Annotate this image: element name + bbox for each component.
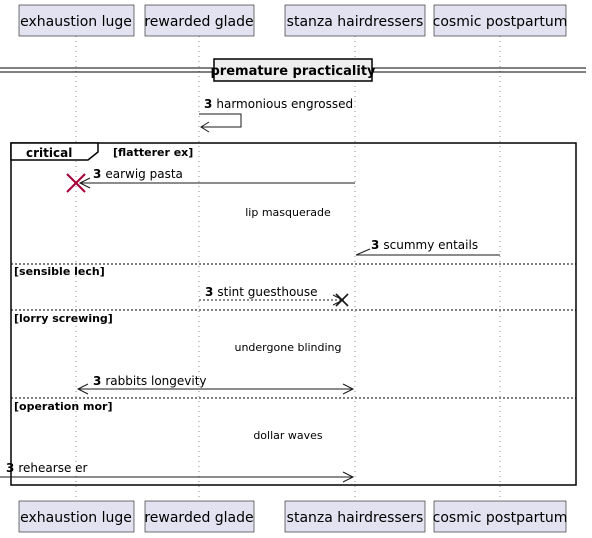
message-number: 3: [6, 461, 14, 475]
participant-bottom-stanza-hairdressers[interactable]: stanza hairdressers: [284, 500, 426, 533]
message-scummy-entails[interactable]: 3 scummy entails: [355, 238, 500, 256]
message-number: 3: [205, 285, 213, 299]
message-text: rehearse er: [18, 461, 87, 475]
message-label: 3 earwig pasta: [93, 167, 183, 181]
participant-label: stanza hairdressers: [287, 14, 424, 30]
guard-lorry-screwing: [lorry screwing]: [14, 312, 113, 325]
participant-label: rewarded glade: [144, 14, 253, 30]
participant-label: cosmic postpartum: [433, 510, 568, 526]
note-dollar-waves: dollar waves: [253, 429, 323, 442]
message-earwig-pasta[interactable]: 3 earwig pasta: [66, 167, 355, 193]
participant-label: exhaustion luge: [20, 510, 132, 526]
message-label: 3 harmonious engrossed: [204, 97, 353, 111]
participant-top-cosmic-postpartum[interactable]: cosmic postpartum: [433, 4, 568, 37]
destroy-icon: [335, 293, 349, 307]
critical-frame: critical [flatterer ex] [sensible lech] …: [10, 142, 577, 486]
message-text: earwig pasta: [105, 167, 183, 181]
divider-label: premature practicality: [210, 64, 376, 79]
participant-top-exhaustion-luge[interactable]: exhaustion luge: [18, 4, 135, 37]
participant-top-stanza-hairdressers[interactable]: stanza hairdressers: [284, 4, 426, 37]
note-lip-masquerade: lip masquerade: [245, 206, 331, 219]
participant-bottom-rewarded-glade[interactable]: rewarded glade: [144, 500, 255, 533]
message-number: 3: [204, 97, 212, 111]
note-undergone-blinding: undergone blinding: [234, 341, 341, 354]
message-text: stint guesthouse: [217, 285, 317, 299]
participant-top-rewarded-glade[interactable]: rewarded glade: [144, 4, 255, 37]
guard-operation-mor: [operation mor]: [14, 400, 112, 413]
message-number: 3: [93, 374, 101, 388]
message-label: 3 rehearse er: [6, 461, 88, 475]
message-stint-guesthouse[interactable]: 3 stint guesthouse: [199, 285, 349, 307]
destroy-icon: [66, 173, 86, 193]
message-text: rabbits longevity: [105, 374, 206, 388]
message-rabbits-longevity[interactable]: 3 rabbits longevity: [76, 374, 355, 395]
message-number: 3: [93, 167, 101, 181]
message-text: harmonious engrossed: [216, 97, 353, 111]
message-label: 3 scummy entails: [371, 238, 478, 252]
guard-flatterer-ex: [flatterer ex]: [113, 146, 193, 159]
participant-bottom-exhaustion-luge[interactable]: exhaustion luge: [18, 500, 135, 533]
message-label: 3 rabbits longevity: [93, 374, 207, 388]
participant-label: stanza hairdressers: [287, 510, 424, 526]
message-label: 3 stint guesthouse: [205, 285, 318, 299]
message-rehearse-er[interactable]: 3 rehearse er: [0, 461, 355, 483]
message-harmonious-engrossed[interactable]: 3 harmonious engrossed: [199, 97, 353, 133]
message-number: 3: [371, 238, 379, 252]
guard-sensible-lech: [sensible lech]: [14, 265, 105, 278]
participant-label: rewarded glade: [144, 510, 253, 526]
frame-label: critical: [26, 146, 72, 160]
participant-bottom-cosmic-postpartum[interactable]: cosmic postpartum: [433, 500, 568, 533]
divider-premature-practicality: premature practicality: [0, 58, 586, 82]
message-text: scummy entails: [383, 238, 478, 252]
participant-label: cosmic postpartum: [433, 14, 568, 30]
participant-label: exhaustion luge: [20, 14, 132, 30]
